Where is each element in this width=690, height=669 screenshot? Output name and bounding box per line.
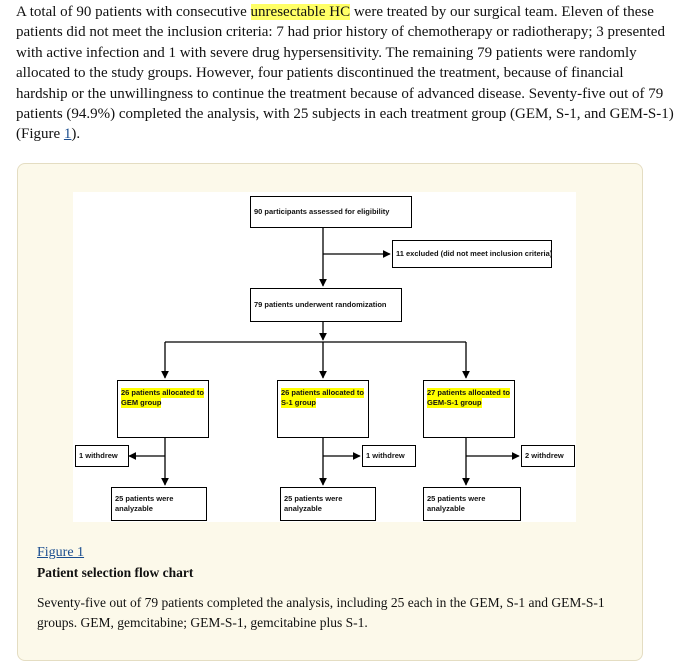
box-s1-group: 26 patients allocated to S-1 group [277,380,369,438]
box-gems1-group: 27 patients allocated to GEM-S-1 group [423,380,515,438]
figure-caption: Seventy-five out of 79 patients complete… [37,595,605,630]
box-excluded: 11 excluded (did not meet inclusion crit… [392,240,552,268]
box-assessed: 90 participants assessed for eligibility [250,196,412,228]
box-s1-analyzable: 25 patients were analyzable [280,487,376,521]
box-gem-withdrew: 1 withdrew [75,445,129,467]
flow-chart-arrows [128,228,520,486]
paragraph-text: A total of 90 patients with consecutive [16,4,251,20]
box-gems1-analyzable: 25 patients were analyzable [423,487,521,521]
box-randomization: 79 patients underwent randomization [250,288,402,322]
figure-reference-link[interactable]: 1 [63,126,72,143]
flow-chart: 90 participants assessed for eligibility… [73,192,576,522]
box-gems1-withdrew: 2 withdrew [521,445,575,467]
box-gem-group: 26 patients allocated to GEM group [117,380,209,438]
box-s1-withdrew: 1 withdrew [362,445,416,467]
highlighted-term: unresectable HC [250,4,351,20]
paragraph-end: ). [71,126,81,143]
results-paragraph: A total of 90 patients with consecutive … [16,2,676,145]
paragraph-text-continued: were treated by our surgical team. Eleve… [16,4,674,143]
figure-label-link[interactable]: Figure 1 [37,545,85,560]
box-gem-analyzable: 25 patients were analyzable [111,487,207,521]
figure-title: Patient selection flow chart [37,565,194,580]
